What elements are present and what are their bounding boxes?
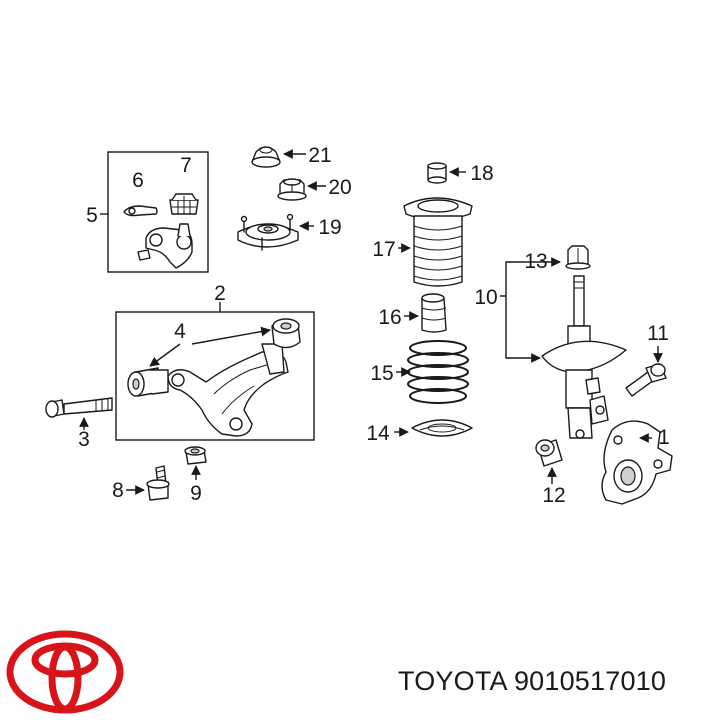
part-11-bolt [625, 363, 667, 397]
callout-19: 19 [318, 216, 341, 239]
callout-17: 17 [372, 238, 395, 261]
callout-3: 3 [78, 428, 90, 451]
part-14-spring-seat [411, 419, 473, 437]
part-6-cotter-pin [123, 205, 158, 217]
callout-14: 14 [366, 422, 390, 445]
part-18-bump-cap [427, 162, 447, 184]
part-21-cap [251, 146, 281, 168]
part-15-coil-spring [407, 340, 469, 404]
callout-4: 4 [174, 320, 186, 343]
callout-12: 12 [542, 484, 565, 507]
rear-bushing [271, 318, 301, 349]
callout-13: 13 [524, 250, 547, 273]
part-20-nut [277, 178, 307, 201]
part-12-bushing [535, 439, 563, 467]
callout-20: 20 [328, 176, 351, 199]
callout-1: 1 [658, 426, 670, 449]
part-4-bushing [127, 367, 169, 397]
callout-15: 15 [370, 362, 393, 385]
part-17-dust-boot [403, 197, 473, 287]
part-13-nut [565, 245, 591, 270]
callout-10: 10 [474, 286, 497, 309]
part-caption: TOYOTA 9010517010 [398, 666, 666, 697]
part-7-castle-nut [169, 193, 199, 215]
callout-21: 21 [308, 144, 331, 167]
part-10-strut [541, 275, 627, 439]
part-19-strut-mount [237, 213, 299, 251]
callout-6: 6 [132, 169, 144, 192]
group-box-5 [107, 151, 209, 273]
part-8-bolt [146, 465, 170, 501]
callout-2: 2 [214, 282, 226, 305]
toyota-logo-icon [6, 630, 124, 714]
callout-8: 8 [112, 479, 124, 502]
brand-name: TOYOTA [398, 666, 507, 696]
callout-11: 11 [647, 322, 669, 345]
part-3-bolt [45, 397, 113, 418]
callout-5: 5 [86, 204, 98, 227]
part-1-steering-knuckle [601, 420, 673, 505]
callout-16: 16 [378, 306, 401, 329]
part-9-nut [184, 446, 207, 465]
ball-joint [137, 223, 193, 269]
part-2-lower-arm [167, 343, 289, 437]
part-number: 9010517010 [513, 666, 667, 696]
callout-18: 18 [470, 162, 493, 185]
group-box-2 [115, 311, 315, 441]
callout-7: 7 [180, 154, 192, 177]
callout-9: 9 [190, 482, 202, 505]
part-16-bump-stop [421, 293, 447, 333]
